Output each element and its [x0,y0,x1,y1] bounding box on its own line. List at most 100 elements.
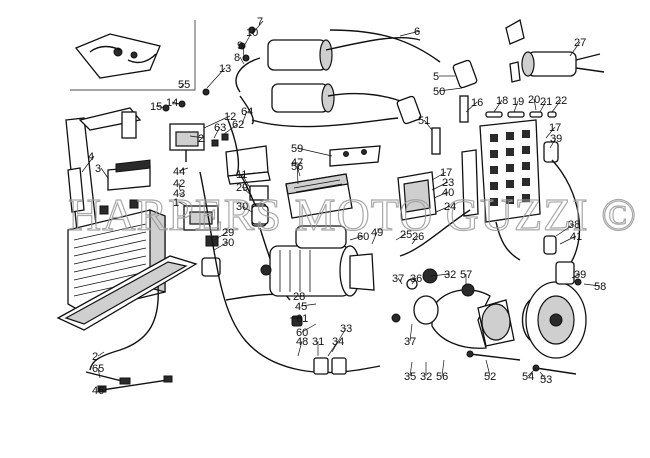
callout-leader [539,371,547,380]
ignition-coil-upper [235,36,421,93]
callout-leader [243,31,253,47]
control-box [397,171,437,221]
callout-leader [539,100,547,113]
ht-lead [329,29,478,125]
callout-leader [395,233,407,241]
callout-59: 59 [291,143,303,155]
callout-60: 60 [357,231,369,243]
callout-leader [465,101,478,113]
callout-leader [300,303,317,307]
callout-leader [206,67,226,89]
callout-leader [189,135,205,139]
callout-14: 14 [166,97,178,109]
callout-11: 11 [236,169,247,181]
callout-leader [155,105,165,109]
callout-8: 8 [234,52,240,64]
spark-plugs [431,95,469,155]
callout-leader [397,277,403,285]
callout-leader [178,182,181,191]
callout-leader [435,205,451,213]
callout-leader [241,173,251,189]
callout-32: 32 [420,371,432,383]
callout-6: 6 [414,26,420,38]
callout-12: 12 [224,111,236,123]
callout-leader [171,101,181,105]
fuse-box [461,119,559,223]
callout-23: 23 [442,177,454,189]
callout-33: 33 [340,323,352,335]
callout-leader [559,235,577,245]
callout-29: 29 [222,227,234,239]
ground-strap [97,375,173,393]
sensor-38 [543,235,582,286]
callout-41: 41 [570,231,582,243]
callout-37: 37 [404,336,416,348]
callout-29: 29 [236,182,248,194]
callout-25: 25 [400,229,412,241]
alternator [521,281,587,359]
callout-leader [555,223,575,237]
callout-60: 60 [296,327,308,339]
bolts [162,26,256,112]
callout-leader [97,367,101,379]
callout-leader [241,186,253,197]
callout-38: 38 [568,219,580,231]
callout-26: 26 [412,231,424,243]
callout-22: 22 [555,95,567,107]
callout-24: 24 [444,201,456,213]
callout-leader [297,340,303,357]
callout-30: 30 [222,237,234,249]
callout-leader [97,351,105,357]
callout-5: 5 [433,71,439,83]
callout-leader [431,181,449,191]
callout-leader [241,205,253,213]
callout-65: 65 [92,363,104,375]
callout-19: 19 [512,96,524,108]
connectors [251,205,347,375]
callout-32: 32 [444,269,456,281]
callout-51: 51 [418,115,430,127]
callout-leader [485,359,491,377]
callout-42: 42 [173,178,185,190]
voltage-regulator [285,173,353,219]
fuse-kit [329,145,381,167]
callout-leader [203,115,231,129]
coil-wires [239,95,399,128]
callout-47: 47 [291,157,303,169]
callout-leader [411,277,417,285]
callout-leader [296,161,299,185]
flasher-unit [225,145,271,185]
callout-leader [213,241,229,251]
ignition-coil-lower [271,83,409,113]
callout-28: 28 [293,291,305,303]
callout-leader [441,359,445,377]
callout-leader [179,83,185,89]
callout-31: 31 [312,336,324,348]
callout-leader [493,99,503,113]
alternator-rotor [461,283,515,347]
callout-leader [527,367,537,377]
callout-55: 55 [178,79,190,91]
callout-leader [549,137,557,149]
callout-40: 40 [442,187,454,199]
callout-27: 27 [574,37,586,49]
callout-leader [178,201,187,207]
callout-leader [438,87,463,92]
inset-kit [70,20,196,91]
callout-20: 20 [528,94,540,106]
callout-57: 57 [460,269,472,281]
callout-18: 18 [496,95,508,107]
callout-leader [331,327,347,353]
callout-leader [213,126,221,139]
callout-leader [242,44,245,59]
callout-leader [251,20,264,35]
callout-39: 39 [550,133,562,145]
callout-61: 61 [296,313,308,325]
callout-17: 17 [440,167,452,179]
callout-leader [296,147,333,157]
callout-49: 49 [371,227,383,239]
callout-leader [429,273,451,277]
callout-50: 50 [433,86,445,98]
